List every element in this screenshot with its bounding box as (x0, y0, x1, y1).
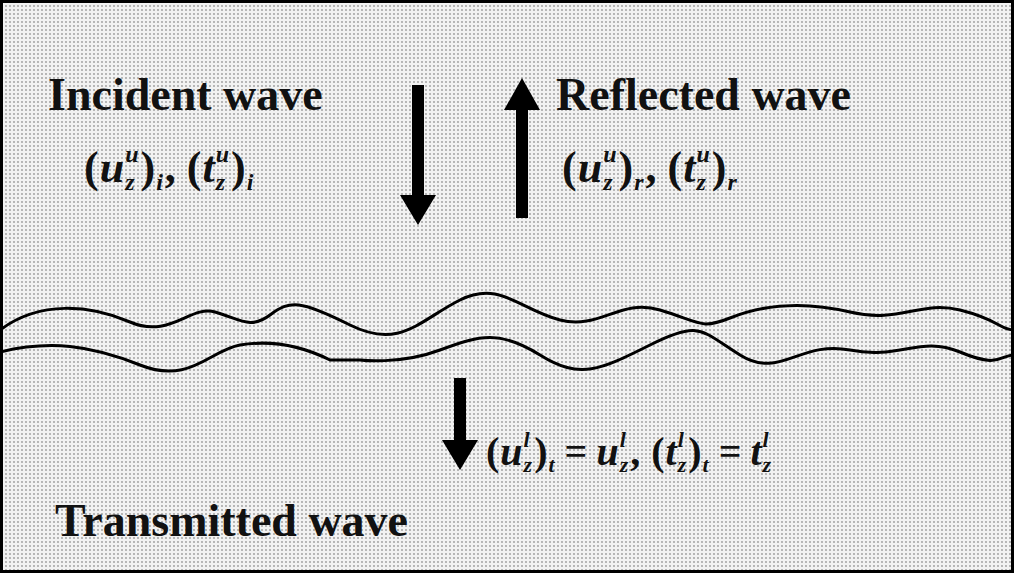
upper-rough-surface (0, 293, 1014, 334)
math-symbol: ( (187, 146, 202, 190)
math-symbol: ( (486, 432, 499, 472)
superscript: l (678, 429, 684, 451)
math-symbol: = (719, 432, 742, 472)
math-symbol: ) (534, 432, 547, 472)
subscript: i (156, 170, 163, 194)
math-symbol: , (646, 146, 657, 190)
superscript: l (620, 429, 626, 451)
subscript: z (216, 170, 225, 194)
subscript: z (603, 170, 612, 194)
subscript: z (763, 454, 772, 476)
subscript: z (620, 454, 629, 476)
math-symbol: , (630, 432, 640, 472)
wave-heading: Incident wave (48, 72, 323, 118)
superscript: u (603, 142, 616, 166)
math-symbol: ) (231, 146, 246, 190)
superscript: u (125, 142, 138, 166)
incident-arrow (400, 85, 436, 225)
superscript: l (763, 429, 769, 451)
math-symbol: , (165, 146, 176, 190)
superscript: u (696, 142, 709, 166)
math-symbol: ( (84, 146, 99, 190)
subscript: r (727, 170, 736, 194)
math-symbol: ) (619, 146, 634, 190)
superscript: l (524, 429, 530, 451)
subscript: z (125, 170, 134, 194)
math-symbol: = (565, 432, 588, 472)
math-symbol: ) (712, 146, 727, 190)
math-symbol: u (500, 432, 522, 472)
transmitted-arrow (442, 378, 478, 470)
math-symbol: ( (651, 432, 664, 472)
superscript: u (216, 142, 229, 166)
math-symbol: ( (562, 146, 577, 190)
math-symbol: ) (141, 146, 156, 190)
math-symbol: t (750, 432, 761, 472)
subscript: z (678, 454, 687, 476)
subscript: z (696, 170, 705, 194)
subscript: t (703, 454, 709, 476)
math-symbol: t (666, 432, 677, 472)
subscript: i (247, 170, 254, 194)
math-symbol: t (202, 146, 214, 190)
math-symbol: ( (668, 146, 683, 190)
lower-rough-surface (0, 331, 1014, 372)
math-symbol: t (683, 146, 695, 190)
math-symbol: ) (688, 432, 701, 472)
wave-heading: Reflected wave (556, 72, 851, 118)
wave-heading: Transmitted wave (55, 498, 408, 544)
subscript: z (524, 454, 533, 476)
subscript: t (548, 454, 554, 476)
reflected-arrow (504, 78, 540, 218)
math-symbol: u (100, 146, 124, 190)
subscript: r (634, 170, 643, 194)
math-symbol: u (596, 432, 618, 472)
math-symbol: u (578, 146, 602, 190)
